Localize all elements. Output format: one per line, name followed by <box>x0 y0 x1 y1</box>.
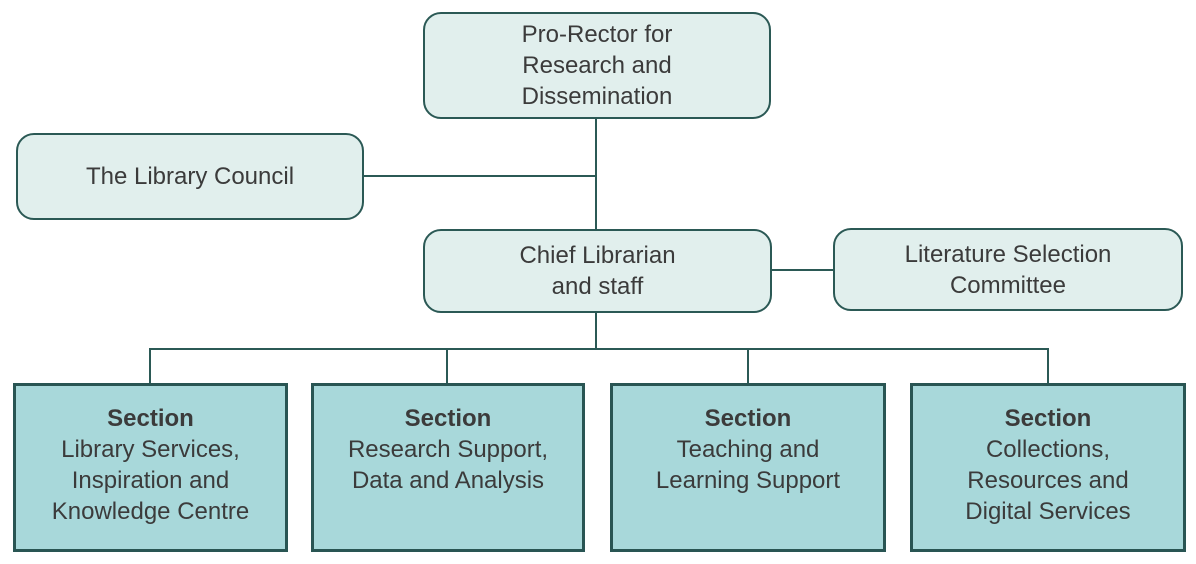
connector-drop-section-4 <box>1047 349 1049 384</box>
node-literature-selection-committee: Literature Selection Committee <box>833 228 1183 311</box>
section-heading: Section <box>1004 405 1092 432</box>
section-heading: Section <box>107 405 194 432</box>
connector-chief-to-committee <box>771 269 834 271</box>
section-label: Research Support, Data and Analysis <box>347 436 549 494</box>
connector-drop-section-2 <box>446 349 448 384</box>
section-heading: Section <box>704 405 792 432</box>
section-library-services: Section Library Services, Inspiration an… <box>13 383 288 552</box>
connector-chief-to-bar <box>595 312 597 350</box>
connector-sections-bar <box>149 348 1049 350</box>
connector-council-to-trunk <box>363 175 597 177</box>
section-teaching-learning: Section Teaching and Learning Support <box>610 383 886 552</box>
node-library-council: The Library Council <box>16 133 364 220</box>
section-research-support: Section Research Support, Data and Analy… <box>311 383 585 552</box>
node-pro-rector: Pro-Rector for Research and Disseminatio… <box>423 12 771 119</box>
node-chief-librarian: Chief Librarian and staff <box>423 229 772 313</box>
section-heading: Section <box>404 405 492 432</box>
section-label: Teaching and Learning Support <box>655 436 841 494</box>
section-label: Library Services, Inspiration and Knowle… <box>51 436 250 525</box>
section-collections-resources: Section Collections, Resources and Digit… <box>910 383 1186 552</box>
connector-drop-section-1 <box>149 349 151 384</box>
section-label: Collections, Resources and Digital Servi… <box>965 436 1131 525</box>
connector-prorector-to-chief <box>595 118 597 230</box>
connector-drop-section-3 <box>747 349 749 384</box>
